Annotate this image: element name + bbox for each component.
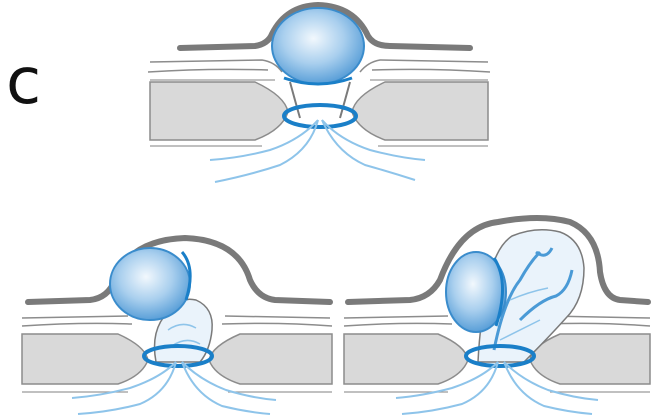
muscle-left [22, 334, 148, 384]
muscle-right [209, 334, 332, 384]
hernia-sac [110, 248, 190, 320]
stage-3-illustration [344, 218, 650, 414]
hernia-sac [272, 8, 364, 84]
sac-neck [290, 82, 350, 118]
muscle-left [344, 334, 468, 384]
hernial-ring [284, 105, 356, 127]
muscle-right [530, 334, 650, 384]
stage-1-illustration [148, 5, 490, 182]
muscle-right [352, 82, 488, 140]
muscle-left [150, 82, 288, 140]
stage-2-illustration [22, 238, 332, 414]
